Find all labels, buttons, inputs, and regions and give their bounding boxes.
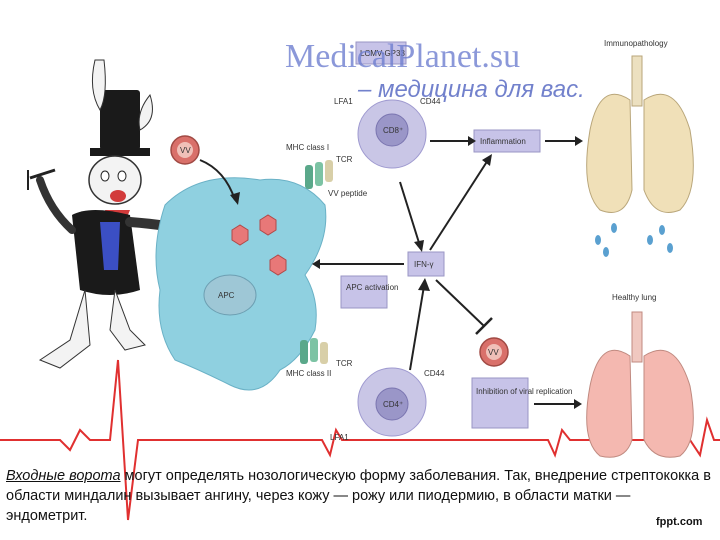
lungs-immunopathology-image [586, 55, 694, 257]
watermark-title: MedicalPlanet.su [285, 38, 521, 75]
cd4-nucleus [375, 387, 409, 421]
mhc1-label: MHC class I [286, 143, 329, 152]
cd44-top-label: CD44 [420, 97, 441, 106]
arrow-cd4-ifn [409, 285, 425, 371]
apc-activation-box [340, 275, 388, 309]
arrowhead-inflammation-lung [575, 136, 583, 146]
arrowhead-cd8-ifn [414, 240, 424, 252]
apc-nucleus [203, 274, 257, 316]
svg-text:VV: VV [488, 348, 499, 357]
cd4-label: CD4⁺ [383, 400, 403, 409]
ifn-box [407, 251, 445, 277]
inhibit-ifn-virus [435, 279, 485, 327]
footer-brand: fppt.com [656, 516, 703, 528]
inhibition-label: Inhibition of viral replication [476, 387, 573, 396]
arrowhead-ifn-apc [312, 259, 320, 269]
healthy-lung-title: Healthy lung [612, 293, 656, 302]
arrowhead-ifn-inflammation [482, 154, 492, 166]
arrowhead-inhibition-lung [574, 399, 582, 409]
caption-link[interactable]: Входные ворота [6, 468, 121, 484]
inhibition-box [471, 377, 529, 429]
arrowhead-virus-apc [230, 192, 240, 205]
lcmv-label: LCMV-GP33 [360, 49, 405, 58]
vv-virus-top: VV [170, 135, 200, 165]
ifn-label: IFN-γ [414, 260, 434, 269]
arrowhead-cd4-ifn [418, 278, 430, 291]
inhibit-bar [475, 317, 493, 335]
tcr-mhc-complex-bottom [300, 338, 328, 364]
rabbit-mascot-image [27, 59, 206, 369]
svg-text:VV: VV [180, 146, 191, 155]
caption-text: Входные ворота могут определять нозологи… [6, 466, 714, 526]
caption-rest: могут определять нозологическую форму за… [6, 468, 711, 524]
vv-peptide-label: VV peptide [328, 189, 368, 198]
tcr-bottom-label: TCR [336, 359, 353, 368]
apc-label: APC [218, 291, 235, 300]
watermark-subtitle: – медицина для вас. [358, 76, 585, 103]
arrow-cd8-ifn [399, 181, 421, 247]
cd44-bottom-label: CD44 [424, 369, 445, 378]
lfa1-top-label: LFA1 [334, 97, 353, 106]
arrowhead-cd8-inflammation [468, 136, 476, 146]
apc-activation-label: APC activation [346, 283, 398, 292]
immunopathology-title: Immunopathology [604, 39, 668, 48]
lcmv-box [355, 41, 407, 65]
lungs-healthy-image [586, 311, 694, 458]
cd8-nucleus [375, 113, 409, 147]
antigen-hexagons [231, 214, 287, 276]
cd8-label: CD8⁺ [383, 126, 403, 135]
mhc2-label: MHC class II [286, 369, 331, 378]
tcr-mhc-complex-top [305, 160, 333, 189]
inflammation-label: Inflammation [480, 137, 526, 146]
lfa1-bottom-label: LFA1 [330, 433, 349, 442]
vv-virus-bottom: VV [479, 337, 509, 367]
arrow-ifn-inflammation [429, 159, 489, 251]
tcr-top-label: TCR [336, 155, 353, 164]
